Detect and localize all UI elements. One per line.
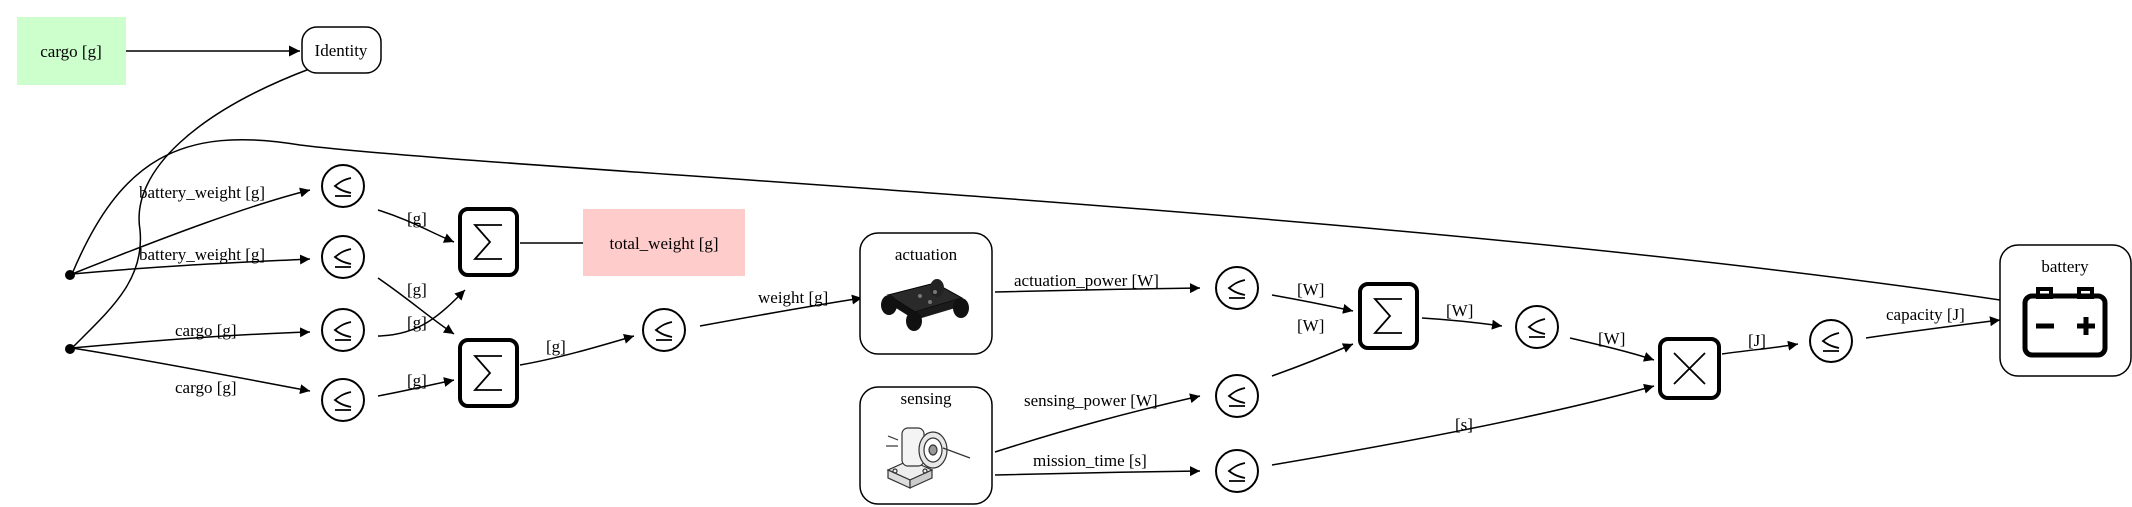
label-actuation-power: actuation_power [W] (1014, 271, 1159, 290)
sum-node (1358, 282, 1419, 350)
edge-sensing-power (994, 393, 1201, 453)
preceq-icon (1821, 332, 1840, 352)
edge-labels: battery_weight [g] battery_weight [g] ca… (139, 183, 1965, 470)
label-g-c: [g] (407, 313, 427, 332)
identity-box (301, 26, 382, 74)
robot-chassis-icon (881, 279, 969, 331)
preceq-icon (333, 321, 352, 341)
edge-p-to-sum3-b (1271, 343, 1354, 377)
preceq-icon (1227, 462, 1246, 482)
sum-icon (473, 224, 502, 260)
sum-icon (473, 355, 502, 391)
label-g-b: [g] (407, 280, 427, 299)
preceq-node (1215, 374, 1259, 418)
preceq-node (642, 308, 686, 352)
preceq-node (321, 235, 365, 279)
edge-p2-to-sum2 (377, 277, 455, 335)
label-cargo-2: cargo [g] (175, 378, 237, 397)
preceq-icon (1227, 387, 1246, 407)
label-w-b: [W] (1297, 316, 1324, 335)
battery-title: battery (2041, 257, 2089, 276)
preceq-node (1809, 319, 1853, 363)
edge-p-to-sum3-a (1271, 294, 1354, 314)
label-battery-weight-2: battery_weight [g] (139, 245, 265, 264)
sum-icon (1373, 298, 1402, 334)
label-sensing-power: sensing_power [W] (1024, 391, 1158, 410)
edge-sum3-to-preceq (1421, 317, 1503, 330)
preceq-node (1215, 266, 1259, 310)
total-weight-label: total_weight [g] (609, 234, 718, 253)
preceq-icon (1527, 318, 1546, 338)
split-point-cargo (65, 344, 75, 354)
edge-actuation-power (994, 283, 1201, 294)
edge-product-to-preceq (1721, 340, 1799, 355)
label-w-d: [W] (1598, 329, 1625, 348)
label-j: [J] (1748, 331, 1766, 350)
label-w-c: [W] (1446, 301, 1473, 320)
edge-identity-to-split-a (71, 67, 313, 349)
edge-battery-weight-1 (71, 187, 311, 275)
cargo-input-label: cargo [g] (40, 42, 102, 61)
label-g-d: [g] (407, 371, 427, 390)
label-g-e: [g] (546, 337, 566, 356)
preceq-node (321, 378, 365, 422)
preceq-icon (333, 248, 352, 268)
sum-node (458, 207, 519, 277)
edge-battery-weight-2 (71, 254, 311, 275)
preceq-node (1215, 449, 1259, 493)
edge-p3-to-sum1 (377, 289, 466, 337)
sensing-node: sensing (859, 386, 993, 505)
label-capacity: capacity [J] (1886, 305, 1965, 324)
label-s: [s] (1455, 415, 1473, 434)
split-point-battery-weight (65, 270, 75, 280)
total-weight-output-node: total_weight [g] (583, 209, 745, 276)
edge-weight (699, 294, 863, 327)
label-weight: weight [g] (758, 288, 828, 307)
edge-mission-to-product (1271, 383, 1655, 466)
cargo-input-node: cargo [g] (17, 17, 126, 85)
label-g-a: [g] (407, 209, 427, 228)
battery-icon (2022, 287, 2108, 358)
label-cargo-1: cargo [g] (175, 321, 237, 340)
label-mission-time: mission_time [s] (1033, 451, 1147, 470)
sum-node (458, 338, 519, 408)
cargo-input-box (17, 17, 126, 85)
sensor-icon (886, 427, 971, 489)
preceq-node (1515, 305, 1559, 349)
product-node (1658, 337, 1721, 400)
edges (71, 45, 2001, 477)
edge-cargo-2 (71, 347, 311, 395)
edge-p4-to-sum2 (377, 377, 455, 397)
edge-sum2-to-preceq (519, 334, 635, 366)
label-battery-weight-1: battery_weight [g] (139, 183, 265, 202)
preceq-icon (654, 321, 673, 341)
total-weight-box (583, 209, 745, 276)
edge-mission-time (994, 466, 1201, 477)
preceq-node (321, 164, 365, 208)
preceq-icon (333, 177, 352, 197)
battery-box (1999, 244, 2132, 377)
preceq-icon (333, 391, 352, 411)
actuation-node: actuation (859, 232, 993, 355)
edge-capacity (1865, 316, 2001, 339)
edge-capacity-return (71, 138, 2001, 301)
identity-node: Identity (301, 26, 382, 74)
sensing-title: sensing (901, 389, 953, 408)
product-icon (1673, 352, 1706, 385)
preceq-icon (1227, 279, 1246, 299)
identity-label: Identity (315, 41, 368, 60)
edge-p1-to-sum1 (377, 209, 455, 243)
actuation-title: actuation (895, 245, 958, 264)
edge-preceq-to-product (1569, 337, 1655, 362)
label-w-a: [W] (1297, 280, 1324, 299)
battery-node: battery (1999, 244, 2132, 377)
edge-cargo-1 (71, 327, 311, 349)
preceq-node (321, 308, 365, 352)
